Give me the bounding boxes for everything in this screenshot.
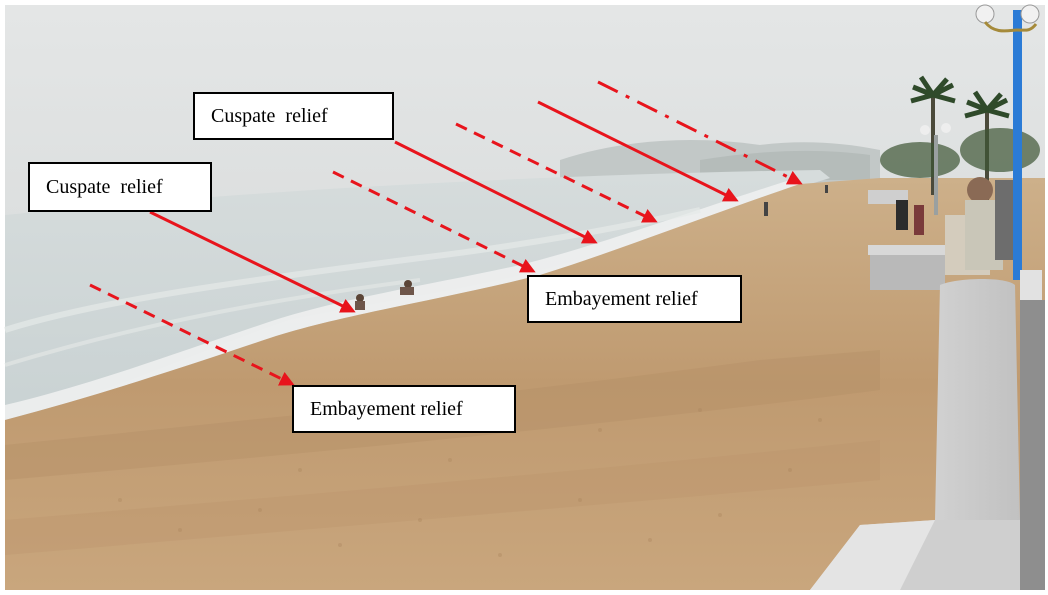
label-embayement-relief-right: Embayement relief: [527, 275, 742, 323]
arrow-embayment-bottom: [89, 283, 295, 386]
street-lamp-small: [920, 123, 951, 215]
label-cuspate-relief-left: Cuspate relief: [28, 162, 212, 212]
surf-line: [5, 180, 800, 420]
beach-sand: [5, 178, 1045, 590]
arrow-cusp-left: [149, 210, 356, 313]
annotation-arrows: [89, 80, 803, 386]
arrow-dashdot-far: [597, 80, 803, 185]
arrow-cusp-distant: [537, 100, 739, 202]
arrow-embayment-mid: [455, 122, 658, 223]
stone-planter: [870, 250, 945, 290]
label-text: Cuspate relief: [46, 175, 163, 198]
sand-texture: [118, 408, 822, 557]
person-sitting: [404, 280, 412, 288]
seawall: [810, 278, 1040, 590]
person-crouching: [356, 294, 364, 302]
label-text: Embayement relief: [545, 287, 698, 310]
label-embayement-relief-bottom: Embayement relief: [292, 385, 516, 433]
label-cuspate-relief-top: Cuspate relief: [193, 92, 394, 140]
street-lamp: [975, 4, 1040, 280]
label-text: Embayement relief: [310, 397, 463, 420]
label-text: Cuspate relief: [211, 104, 328, 127]
arrow-cusp-top: [394, 140, 598, 244]
arrow-embayment-right: [332, 170, 536, 273]
person-walking: [764, 202, 768, 216]
